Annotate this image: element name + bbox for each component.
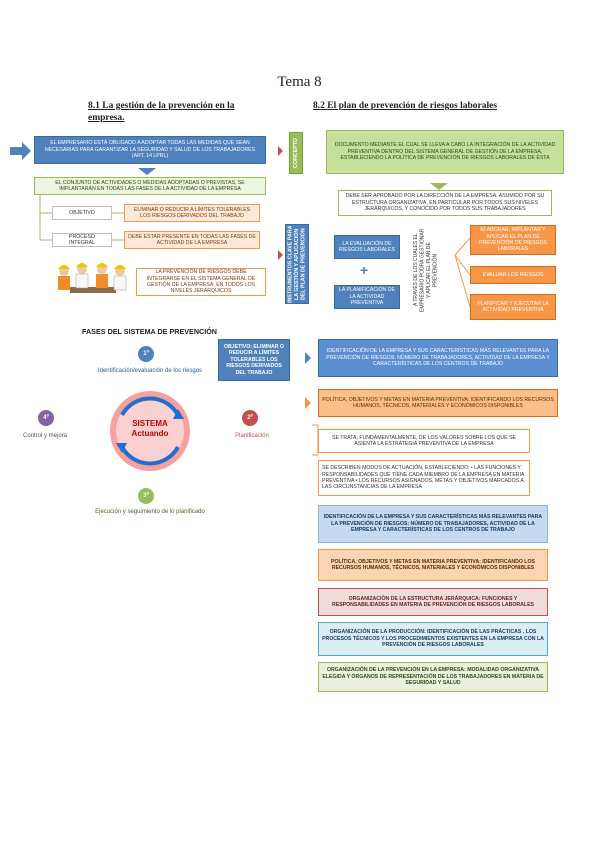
left-section-heading: 8.1 La gestión de la prevención en la em… — [88, 101, 235, 123]
option-elaborar: ELABORAR, IMPLANTAR Y APLICAR EL PLAN DE… — [470, 225, 556, 255]
instrumentos-label: INSTRUMENTOS CLAVE PARA LA GESTIÓN Y APL… — [285, 224, 309, 304]
phase-3-circle: 3º — [138, 488, 154, 504]
proceso-text: DEBE ESTAR PRESENTE EN TODAS LAS FASES D… — [124, 231, 260, 249]
phases-heading: FASES DEL SISTEMA DE PREVENCIÓN — [82, 327, 217, 336]
identificacion-box: IDENTIFICACIÓN DE LA EMPRESA Y SUS CARAC… — [318, 505, 548, 543]
planificacion-box: LA PLANIFICACIÓN DE LA ACTIVIDAD PREVENT… — [334, 285, 400, 309]
phase-1-circle: 1º — [138, 346, 154, 362]
prevencion-box: ORGANIZACIÓN DE LA PREVENCIÓN EN LA EMPR… — [318, 662, 548, 692]
produccion-box: ORGANIZACIÓN DE LA PRODUCCIÓN: IDENTIFIC… — [318, 622, 548, 656]
right-section-heading: 8.2 El plan de prevención de riesgos lab… — [313, 101, 498, 111]
phase-4-label: Control y mejora — [22, 433, 67, 439]
estructura-box: ORGANIZACIÓN DE LA ESTRUCTURA JERÁRQUICA… — [318, 588, 548, 616]
plus-sign: + — [360, 262, 369, 278]
politica-box: POLÍTICA, OBJETIVOS Y METAS EN MATERIA P… — [318, 549, 548, 581]
instrumentos-description: A TRAVÉS DE LOS CUALES EL EMPRESARIO POD… — [413, 228, 439, 312]
option-planificar: PLANIFICAR Y EJECUTAR LA ACTIVIDAD PREVE… — [470, 294, 556, 320]
evaluacion-box: LA EVALUACIÓN DE RIESGOS LABORALES — [334, 235, 400, 259]
phases-cycle-diagram — [110, 391, 190, 471]
phases-objective-box: OBJETIVO: ELIMINAR O REDUCIR A LÍMITES T… — [218, 339, 290, 381]
phase-2-label: Planificación — [235, 433, 269, 439]
definition-box: EL CONJUNTO DE ACTIVIDADES O MEDIDAS ADO… — [34, 177, 266, 195]
system-center-line1: SISTEMA — [132, 419, 168, 428]
politica-box-top: POLÍTICA, OBJETIVOS Y METAS EN MATERIA P… — [318, 389, 558, 417]
phase-1-label: Identificación/evaluación de los riesgos — [97, 368, 203, 374]
politica-values-note: SE TRATA, FUNDAMENTALMENTE, DE LOS VALOR… — [318, 429, 530, 453]
identificacion-box-top: IDENTIFICACIÓN DE LA EMPRESA Y SUS CARAC… — [318, 339, 558, 377]
phase-4-circle: 4º — [38, 410, 54, 426]
phase-2-circle: 2º — [242, 410, 258, 426]
system-center-line2: Actuando — [131, 429, 169, 438]
integration-box: LA PREVENCIÓN DE RIESGOS DEBE INTEGRARSE… — [136, 268, 266, 296]
proceso-label: PROCESO INTEGRAL — [52, 233, 112, 247]
objetivo-text: ELIMINAR O REDUCIR A LÍMITES TOLERABLES … — [124, 204, 260, 222]
workers-illustration — [58, 263, 127, 293]
politica-actuation-note: SE DESCRIBEN MODOS DE ACTUACIÓN, ESTABLE… — [318, 460, 530, 496]
option-evaluar: EVALUAR LOS RIESGOS — [470, 266, 556, 284]
objetivo-label: OBJETIVO — [52, 206, 112, 220]
concepto-label: CONCEPTO — [289, 132, 303, 174]
page-title: Tema 8 — [277, 74, 322, 90]
employer-obligation-box: EL EMPRESARIO ESTÁ OBLIGADO A ADOPTAR TO… — [34, 136, 266, 164]
concepto-box: DOCUMENTO MEDIANTE EL CUAL SE LLEVA A CA… — [326, 130, 564, 174]
concepto-approval-box: DEBE SER APROBADO POR LA DIRECCIÓN DE LA… — [338, 190, 552, 216]
phase-3-label: Ejecución y seguimiento de lo planificad… — [95, 509, 205, 515]
